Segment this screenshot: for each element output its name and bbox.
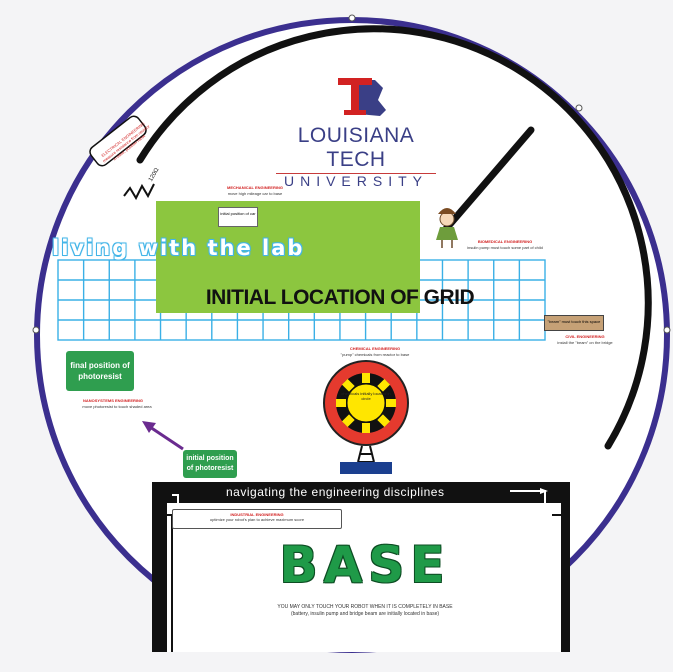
civil-desc: install the "beam" on the bridge bbox=[557, 340, 613, 345]
base-title: BASE bbox=[279, 536, 451, 594]
industrial-box: INDUSTRIAL ENGINEERING optimize your rob… bbox=[172, 509, 342, 529]
ring-marker-left bbox=[32, 326, 40, 334]
track-arc bbox=[136, 25, 652, 450]
final-photoresist-box: final position of photoresist bbox=[66, 351, 134, 391]
beam-target-label: "beam" must touch this space bbox=[544, 315, 604, 331]
reactor-spoke bbox=[362, 423, 370, 433]
ring-marker-topright bbox=[575, 104, 583, 112]
reactor-spoke bbox=[377, 378, 391, 392]
ring-marker-right bbox=[663, 326, 671, 334]
photoresist-arrow bbox=[142, 421, 184, 451]
navigating-banner: navigating the engineering disciplines bbox=[226, 485, 445, 499]
logo-text-block: LOUISIANA TECH UNIVERSITY bbox=[268, 74, 444, 189]
initial-photoresist-box: initial position of photoresist bbox=[183, 450, 237, 478]
reactor-spoke bbox=[377, 414, 391, 428]
chemical-desc: "pump" chemicals from reactor to base bbox=[340, 352, 410, 357]
reactor-spoke bbox=[341, 414, 355, 428]
nav-arrow bbox=[172, 494, 179, 511]
reactor-spoke bbox=[336, 399, 346, 407]
chemical-reactor-icon bbox=[323, 360, 409, 474]
ring-marker-top bbox=[348, 14, 356, 22]
logo-rule bbox=[276, 173, 436, 174]
industrial-desc: optimize your robot's plan to achieve ma… bbox=[209, 517, 305, 522]
university-sub: UNIVERSITY bbox=[283, 173, 428, 189]
grid-label: INITIAL LOCATION OF GRID bbox=[205, 286, 475, 309]
base-rule-note: YOU MAY ONLY TOUCH YOUR ROBOT WHEN IT IS… bbox=[277, 604, 453, 610]
nano-title: NANOSYSTEMS ENGINEERING bbox=[82, 398, 143, 403]
civil-title: CIVIL ENGINEERING bbox=[565, 334, 605, 339]
child-figure-icon bbox=[436, 208, 458, 248]
louisiana-tech-logo-icon bbox=[338, 78, 386, 116]
reactor-spoke bbox=[386, 399, 396, 407]
track-spoke bbox=[441, 126, 535, 234]
mechanical-title: MECHANICAL ENGINEERING bbox=[227, 185, 283, 190]
chemical-center-label: chemicals initially located in circle bbox=[341, 391, 391, 401]
industrial-title: INDUSTRIAL ENGINEERING bbox=[230, 512, 284, 517]
resistor-icon bbox=[89, 115, 155, 201]
biomedical-desc: insulin pump must touch some part of chi… bbox=[467, 245, 543, 250]
reactor-spoke bbox=[362, 373, 370, 383]
living-with-the-lab-text: living with the lab bbox=[52, 236, 305, 260]
car-initial-label: initial position of car bbox=[218, 207, 258, 227]
mechanical-desc: move high mileage car to base bbox=[227, 191, 283, 196]
reactor-spoke bbox=[341, 378, 355, 392]
mechanical-zone bbox=[156, 201, 420, 313]
nano-desc: move photoresist to touch shaded area bbox=[82, 404, 152, 409]
biomedical-title: BIOMEDICAL ENGINEERING bbox=[477, 239, 533, 244]
chemical-title: CHEMICAL ENGINEERING bbox=[349, 346, 401, 351]
university-name: LOUISIANA TECH bbox=[297, 124, 415, 171]
base-location-note: (battery, insulin pump and bridge beam a… bbox=[290, 611, 440, 617]
